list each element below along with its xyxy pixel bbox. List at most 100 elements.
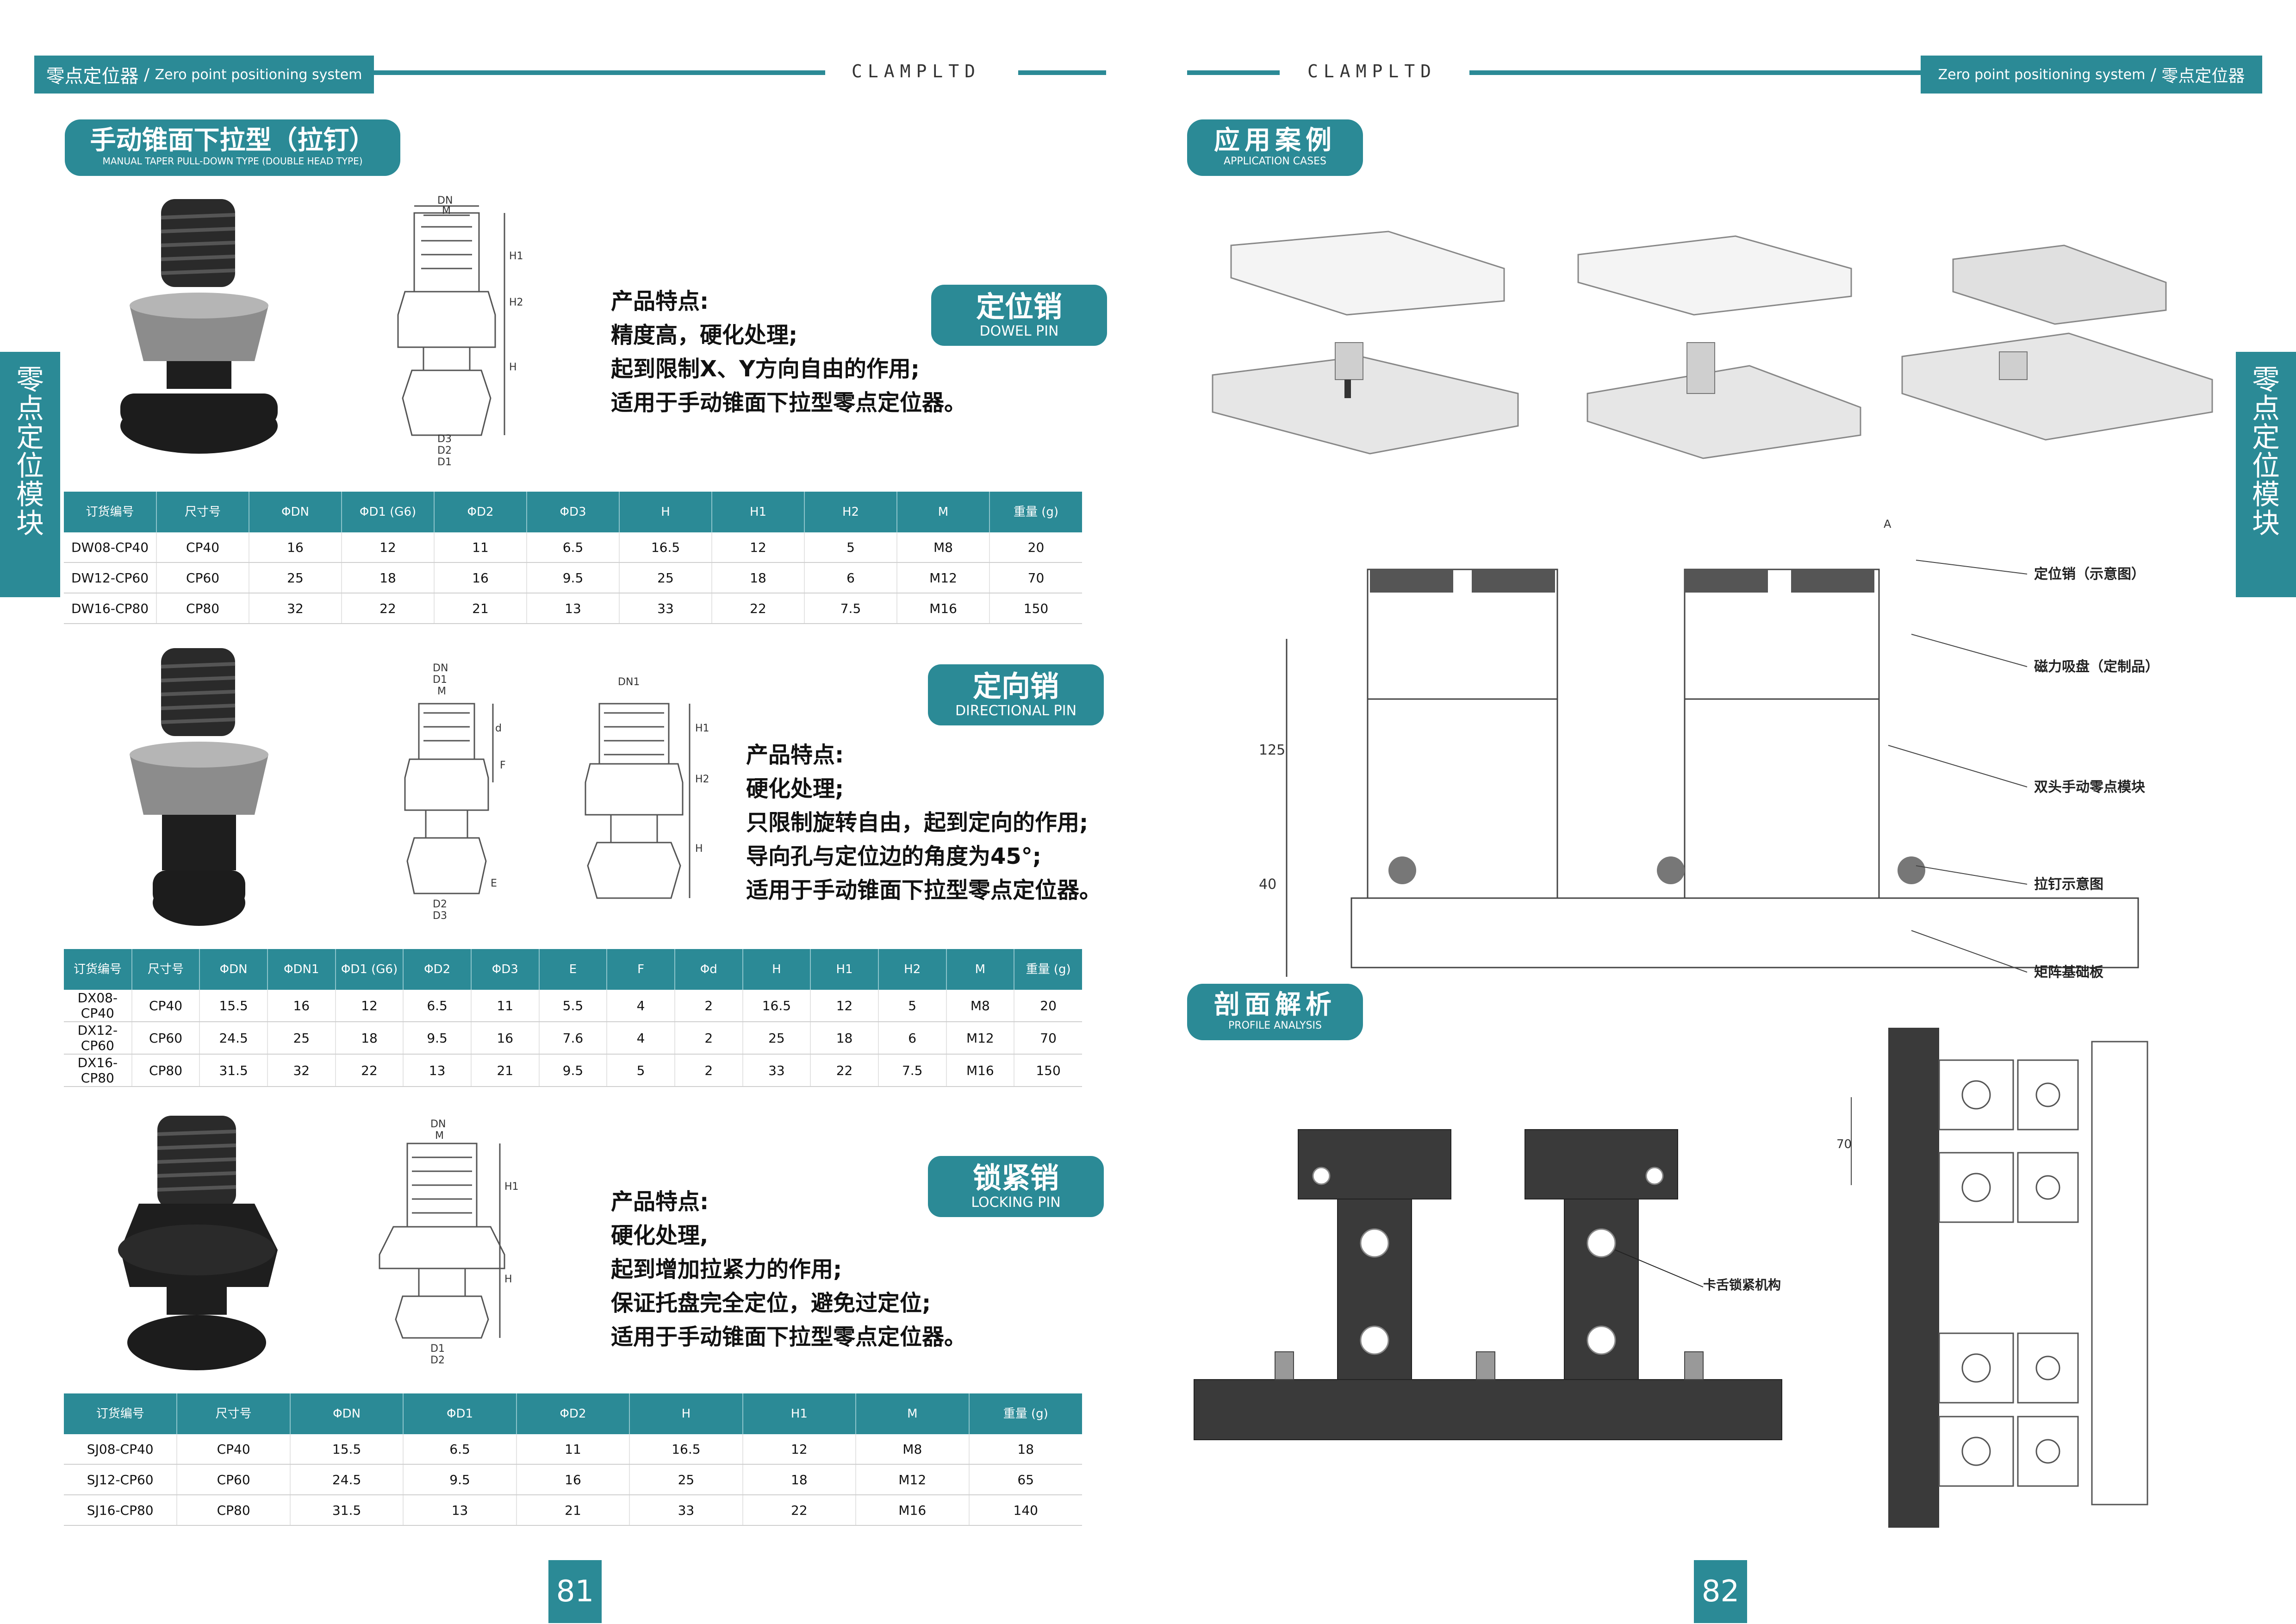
table-cell: 70 <box>1014 1022 1082 1055</box>
left-header-en: Zero point positioning system <box>155 66 362 83</box>
profile-title-pill: 剖面解析 PROFILE ANALYSIS <box>1187 984 1363 1040</box>
directional-features: 产品特点: 硬化处理; 只限制旋转自由，起到定向的作用; 导向孔与定位边的角度为… <box>746 738 1101 907</box>
table-cell: 18 <box>712 562 805 593</box>
table-cell: 12 <box>335 990 404 1022</box>
dowel-pin-badge: 定位销 DOWEL PIN <box>931 285 1107 346</box>
lock-label-h1: H1 <box>504 1181 519 1193</box>
table-cell: 4 <box>607 990 675 1022</box>
table-cell: 6.5 <box>403 990 472 1022</box>
table-cell: 7.6 <box>539 1022 608 1055</box>
dowel-badge-en: DOWEL PIN <box>979 323 1059 339</box>
column-header: ΦDN <box>199 949 268 990</box>
locking-pin-drawing: DN M H1 H D1 D2 <box>379 1118 519 1366</box>
side-tab-char: 定 <box>16 421 44 454</box>
table-cell: 150 <box>989 593 1082 624</box>
table-cell: 5 <box>607 1054 675 1087</box>
table-cell: 25 <box>742 1022 811 1055</box>
column-header: H1 <box>712 492 805 532</box>
table-cell: SJ12-CP60 <box>64 1464 178 1495</box>
table-cell: CP60 <box>156 562 249 593</box>
table-cell: 25 <box>619 562 712 593</box>
page-number-left: 81 <box>548 1560 602 1623</box>
table-cell: 5 <box>804 532 897 563</box>
table-cell: 13 <box>527 593 620 624</box>
dowel-pin-photo <box>120 199 278 454</box>
table-cell: 21 <box>434 593 527 624</box>
table-cell: 25 <box>629 1464 743 1495</box>
feature-line: 适用于手动锥面下拉型零点定位器。 <box>611 390 967 416</box>
column-header: H <box>629 1393 743 1434</box>
left-side-tab: 零 点 定 位 模 块 <box>0 352 60 597</box>
table-cell: DX08-CP40 <box>64 990 132 1022</box>
column-header: ΦDN <box>249 492 342 532</box>
callout-matrix-plate: 矩阵基础板 <box>2034 964 2103 981</box>
callout-pull-stud: 拉钉示意图 <box>2034 876 2103 893</box>
locking-badge-en: LOCKING PIN <box>971 1194 1061 1211</box>
column-header: 订货编号 <box>64 1393 178 1434</box>
table-cell: 12 <box>810 990 879 1022</box>
profile-section-drawing-left: 卡舌锁紧机构 <box>1194 1129 1782 1440</box>
dir-label-h1: H1 <box>695 723 709 734</box>
table-cell: 16.5 <box>619 532 712 563</box>
table-cell: 33 <box>619 593 712 624</box>
column-header: ΦDN1 <box>267 949 336 990</box>
table-cell: 20 <box>989 532 1082 563</box>
table-cell: 18 <box>342 562 435 593</box>
table-cell: CP80 <box>156 593 249 624</box>
callout-dowel-pin: 定位销（示意图） <box>2034 566 2145 582</box>
table-cell: M12 <box>946 1022 1015 1055</box>
dir-label-dn: DN <box>433 662 448 674</box>
feature-line: 硬化处理, <box>611 1223 709 1249</box>
side-tab-char: 零 <box>2252 364 2280 396</box>
dowel-badge-zh: 定位销 <box>976 290 1062 324</box>
application-title-pill: 应用案例 APPLICATION CASES <box>1187 119 1363 176</box>
table-cell: DW08-CP40 <box>64 532 157 563</box>
column-header: ΦD1 (G6) <box>342 492 435 532</box>
right-header-rule-1 <box>1187 70 1280 75</box>
table-cell: DX12-CP60 <box>64 1022 132 1055</box>
section-title-en: MANUAL TAPER PULL-DOWN TYPE (DOUBLE HEAD… <box>102 156 363 167</box>
table-cell: 9.5 <box>539 1054 608 1087</box>
dir-label-f: F <box>500 760 506 771</box>
column-header: ΦD3 <box>527 492 620 532</box>
feature-line: 起到限制X、Y方向自由的作用; <box>611 356 920 382</box>
table-cell: 6.5 <box>403 1434 517 1465</box>
column-header: ΦD2 <box>434 492 527 532</box>
table-cell: 11 <box>516 1434 630 1465</box>
directional-pin-drawing-side: DN1 H1 H2 H <box>585 676 709 899</box>
column-header: 尺寸号 <box>177 1393 291 1434</box>
table-cell: DX16-CP80 <box>64 1054 132 1087</box>
right-header-rule-2 <box>1469 70 1921 75</box>
column-header: 尺寸号 <box>156 492 249 532</box>
left-brand: CLAMPLTD <box>852 61 981 81</box>
dir-label-d: d <box>495 723 502 734</box>
feature-line: 产品特点: <box>611 288 709 314</box>
dowel-label-d2: D2 <box>437 445 452 456</box>
table-cell: M8 <box>897 532 990 563</box>
dir-label-d1: D1 <box>433 674 447 686</box>
table-cell: CP40 <box>156 532 249 563</box>
column-header: 尺寸号 <box>131 949 200 990</box>
column-header: 重量 (g) <box>1014 949 1082 990</box>
table-cell: 25 <box>267 1022 336 1055</box>
table-cell: 18 <box>335 1022 404 1055</box>
feature-line: 只限制旋转自由，起到定向的作用; <box>746 810 1089 836</box>
column-header: H2 <box>878 949 947 990</box>
locking-features: 产品特点: 硬化处理, 起到增加拉紧力的作用; 保证托盘完全定位，避免过定位; … <box>611 1185 966 1354</box>
column-header: E <box>539 949 608 990</box>
table-cell: 32 <box>267 1054 336 1087</box>
table-cell: 9.5 <box>527 562 620 593</box>
table-cell: 6 <box>878 1022 947 1055</box>
column-header: ΦD1 <box>403 1393 517 1434</box>
profile-section-drawing-right: 70 <box>1836 1028 2148 1528</box>
feature-line: 硬化处理; <box>746 776 844 802</box>
table-cell: M12 <box>856 1464 970 1495</box>
